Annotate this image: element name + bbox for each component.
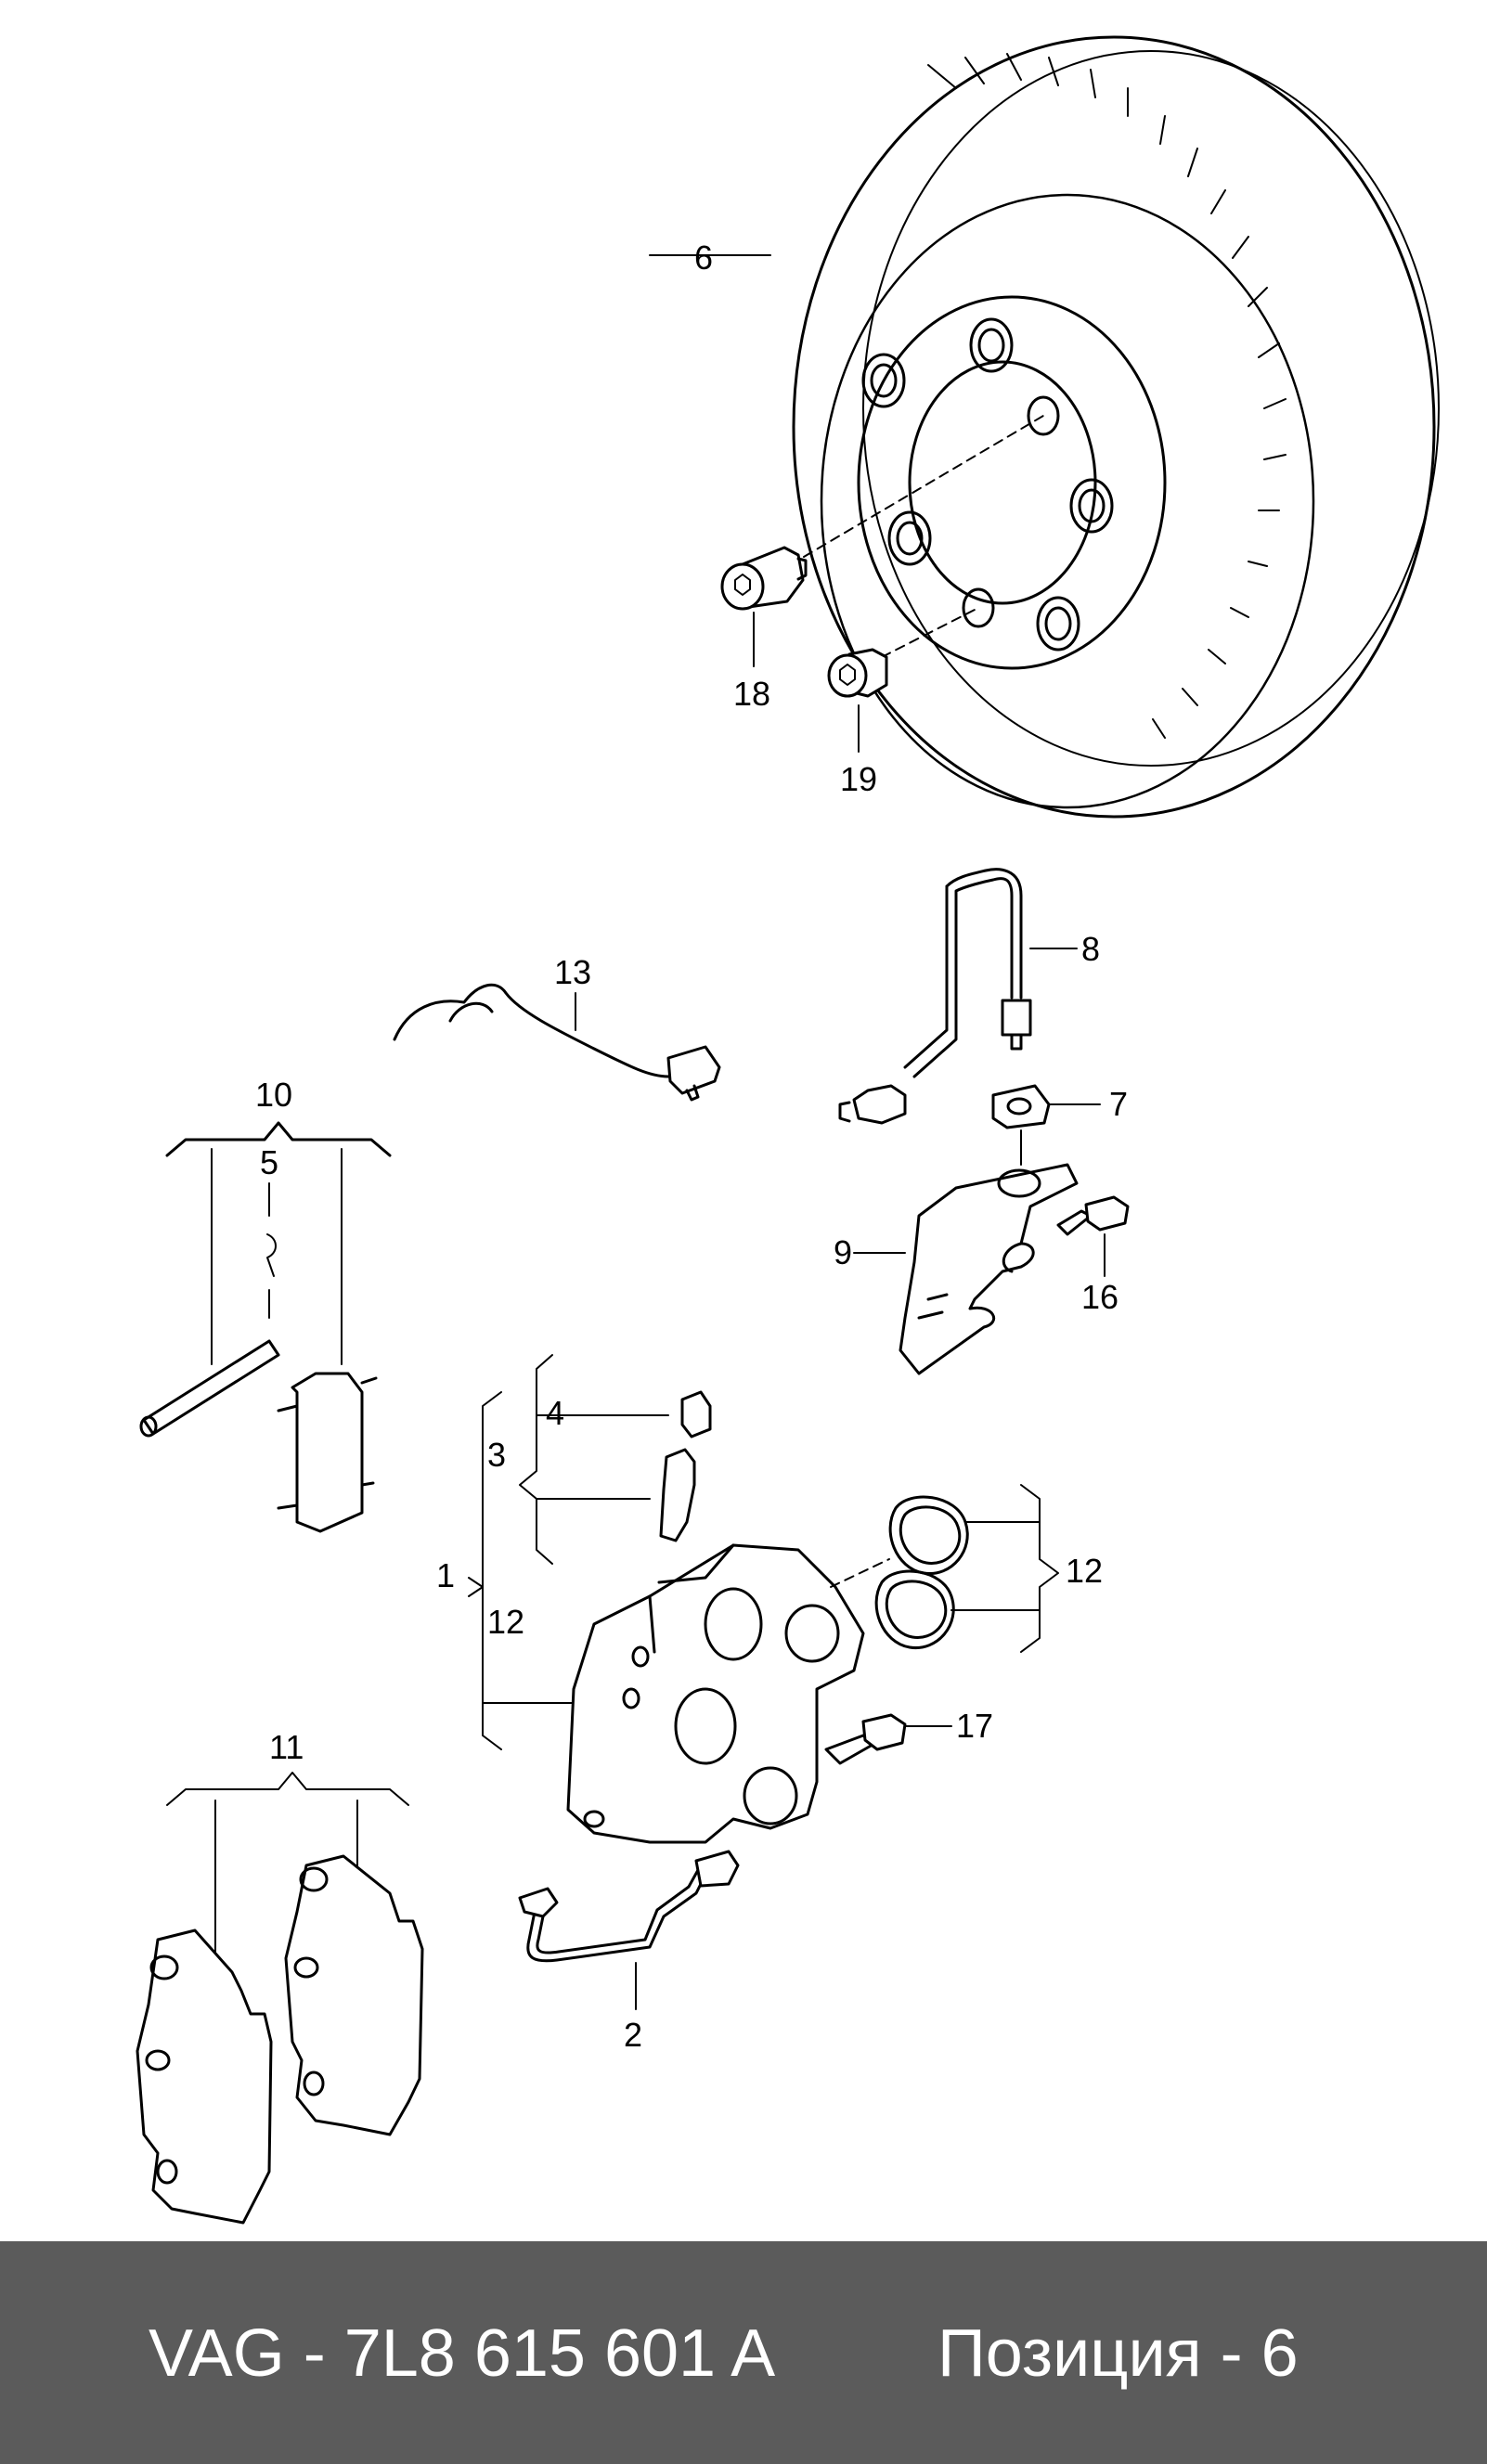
brake-disc (649, 35, 1440, 819)
footer-bar: VAG - 7L8 615 601 A Позиция - 6 (0, 2241, 1487, 2464)
bracket-9 (853, 1163, 1079, 1375)
bleeder-caps-4 (659, 1390, 712, 1542)
label-12-left: 12 (487, 1603, 524, 1641)
label-1: 1 (436, 1556, 455, 1594)
label-8: 8 (1081, 930, 1100, 968)
wear-sensor-wire (393, 983, 721, 1102)
label-9: 9 (834, 1233, 852, 1271)
label-6: 6 (694, 239, 713, 277)
disc-screw-19 (827, 648, 888, 753)
label-4: 4 (546, 1394, 564, 1432)
disc-bolt-holes (861, 317, 1114, 651)
brake-pipe-8 (838, 868, 1078, 1125)
label-17: 17 (956, 1707, 993, 1745)
disc-bolt-18 (720, 546, 808, 667)
spring-clip-7 (991, 1084, 1101, 1166)
label-3: 3 (487, 1436, 506, 1474)
position-label: Позиция - 6 (937, 2316, 1299, 2391)
brake-line-2 (518, 1850, 740, 2010)
label-13: 13 (554, 953, 591, 991)
label-18: 18 (733, 675, 770, 713)
retaining-pin-kit (139, 1121, 392, 1533)
parts-diagram: 6 18 19 13 8 7 10 5 9 16 4 3 1 12 12 17 … (136, 35, 1440, 2225)
bolt-16 (1056, 1195, 1130, 1277)
label-2: 2 (624, 2016, 642, 2054)
brake-caliper (566, 1543, 865, 1844)
label-12-right: 12 (1066, 1552, 1103, 1590)
disc-vent-ribs (927, 53, 1287, 739)
label-5: 5 (260, 1143, 278, 1181)
label-11: 11 (269, 1728, 304, 1766)
label-10: 10 (255, 1076, 292, 1114)
piston-seals-12 (830, 1484, 1059, 1653)
label-19: 19 (840, 760, 877, 798)
label-7: 7 (1109, 1085, 1128, 1123)
part-number: VAG - 7L8 615 601 A (149, 2316, 776, 2391)
repair-kit-brackets (468, 1354, 669, 1750)
brake-pad-set (136, 1772, 424, 2225)
caliper-bolt-17 (824, 1713, 952, 1765)
label-16: 16 (1081, 1278, 1118, 1316)
callout-labels: 6 18 19 13 8 7 10 5 9 16 4 3 1 12 12 17 … (255, 239, 1128, 2054)
